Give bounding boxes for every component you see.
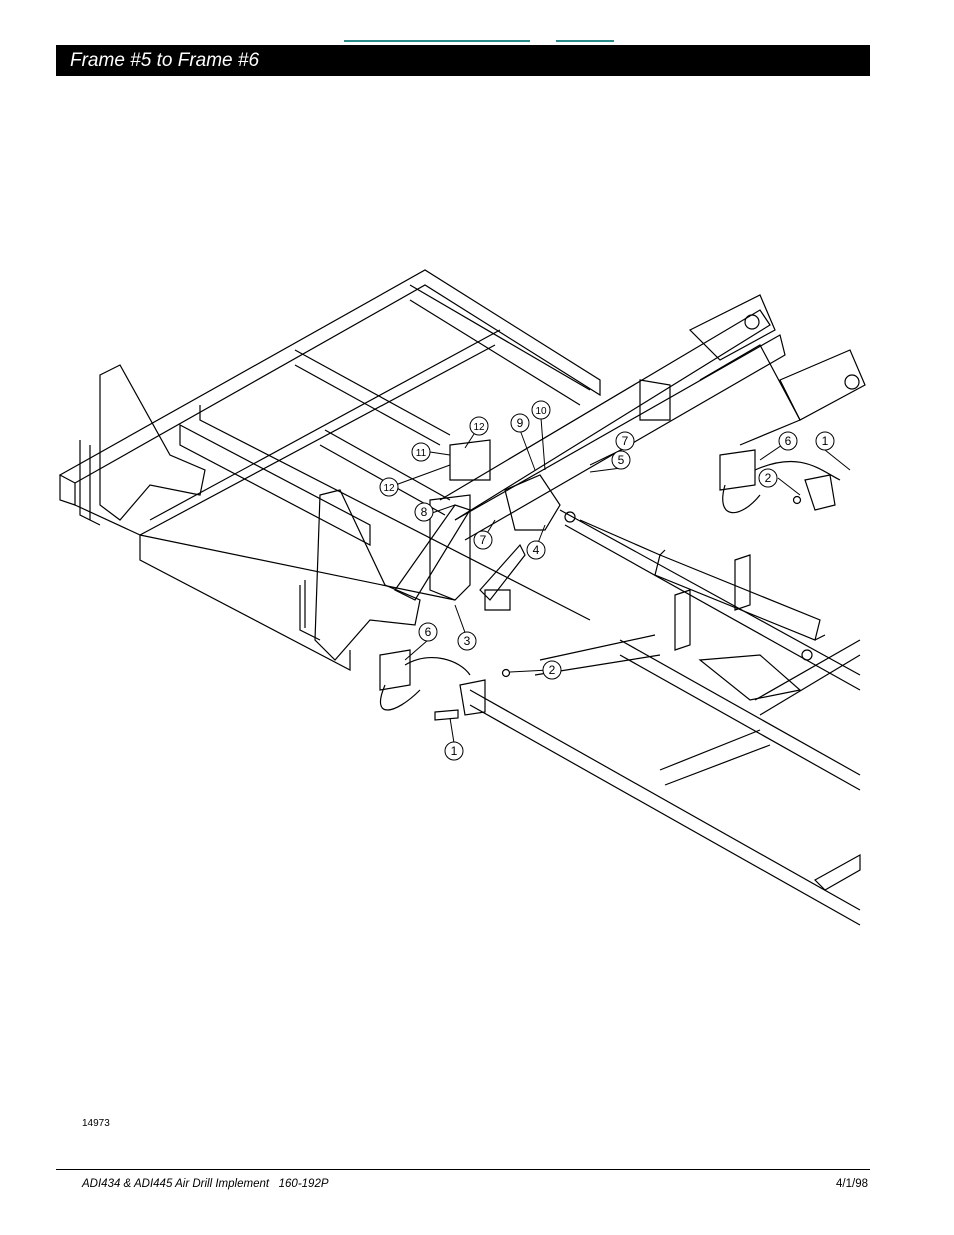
footer-date: 4/1/98 [836,1178,868,1190]
svg-text:12: 12 [383,483,395,494]
callout-12-lower: 12 [379,477,399,497]
svg-text:7: 7 [622,434,629,448]
frame-linework [58,269,866,926]
callout-8: 8 [414,502,434,522]
svg-text:11: 11 [416,448,427,459]
callout-balloons: 1 2 3 4 5 6 7 8 9 10 11 12 12 6 2 1 7 [379,400,835,761]
section-title: Frame #5 to Frame #6 [70,50,260,71]
svg-text:7: 7 [480,533,487,547]
footer-rule [56,1169,870,1170]
callout-2-bottom: 2 [542,660,562,680]
frame-assembly-diagram: 1 2 3 4 5 6 7 8 9 10 11 12 12 6 2 1 7 [58,269,866,926]
svg-text:6: 6 [425,625,432,639]
svg-text:8: 8 [421,505,428,519]
section-title-bar: Frame #5 to Frame #6 [56,45,870,76]
callout-12-upper: 12 [469,416,489,436]
svg-text:12: 12 [473,422,485,433]
svg-text:1: 1 [822,434,829,448]
callout-10: 10 [531,400,551,420]
svg-text:2: 2 [549,663,556,677]
svg-text:5: 5 [618,453,625,467]
callout-9: 9 [510,413,530,433]
footer-document-title: ADI434 & ADI445 Air Drill Implement 160-… [82,1178,329,1190]
callout-6-top: 6 [778,431,798,451]
top-link-2[interactable] [556,40,614,42]
callout-7-top: 7 [615,431,635,451]
callout-11: 11 [411,442,431,462]
svg-text:1: 1 [451,744,458,758]
svg-text:6: 6 [785,434,792,448]
callout-2-top: 2 [758,468,778,488]
callout-1-top: 1 [815,431,835,451]
callout-6-bottom: 6 [418,622,438,642]
svg-text:2: 2 [765,471,772,485]
top-link-1[interactable] [344,40,530,42]
svg-text:4: 4 [533,543,540,557]
callout-3: 3 [457,631,477,651]
svg-text:3: 3 [464,634,471,648]
svg-text:10: 10 [535,406,547,417]
svg-text:9: 9 [517,416,524,430]
callout-7-lower: 7 [473,530,493,550]
callout-1-bottom: 1 [444,741,464,761]
callout-4: 4 [526,540,546,560]
callout-5: 5 [611,450,631,470]
figure-number: 14973 [82,1118,110,1129]
